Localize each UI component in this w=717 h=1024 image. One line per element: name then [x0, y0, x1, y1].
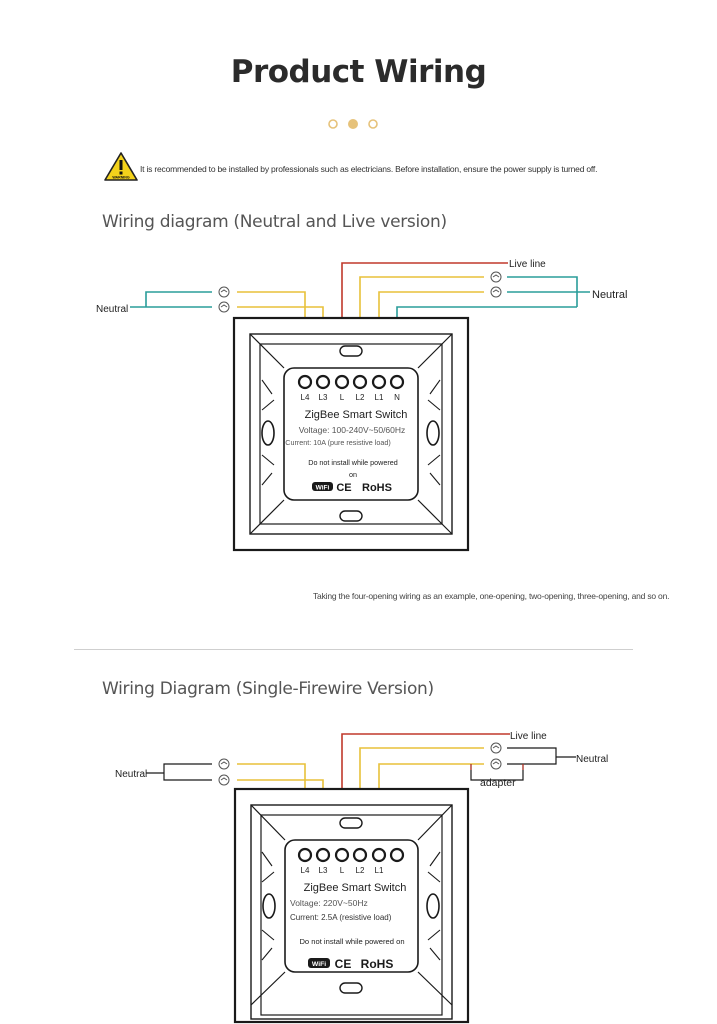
page-title: Product Wiring: [230, 54, 487, 90]
d1-neutral-left: [130, 291, 212, 308]
terminal-label: L1: [375, 866, 384, 875]
terminal-spare: [389, 847, 405, 863]
d2-adapter: [470, 764, 524, 781]
terminal-l1: [371, 374, 387, 390]
d2-neutral-right: [507, 747, 576, 765]
terminal-label: L4: [301, 393, 310, 402]
d2-caution: Do not install while powered on: [299, 937, 404, 946]
d2-switch-body: [233, 787, 470, 1024]
d1-badges: WiFi CE RoHS: [312, 482, 392, 494]
rohs-badge: RoHS: [361, 957, 394, 971]
warning-icon-label: WARNING: [112, 176, 130, 180]
d2-neutral-left: [146, 763, 212, 781]
dot-2-active[interactable]: [348, 119, 358, 129]
terminal-l1: [371, 847, 387, 863]
dot-3[interactable]: [368, 119, 378, 129]
warning-text: It is recommended to be installed by pro…: [140, 164, 598, 174]
bulb-icon: [490, 271, 502, 283]
d2-neutral-left-label: Neutral: [115, 769, 147, 780]
terminal-label: L2: [356, 393, 365, 402]
d1-voltage: Voltage: 100-240V~50/60Hz: [299, 425, 406, 435]
bulb-icon: [490, 742, 502, 754]
terminal-l3: [315, 374, 331, 390]
terminal-l4: [297, 374, 313, 390]
diagram2-title: Wiring Diagram (Single-Firewire Version): [102, 679, 434, 699]
d2-voltage: Voltage: 220V~50Hz: [290, 898, 368, 908]
d2-badges: WiFi CE RoHS: [308, 957, 393, 971]
d2-bulbs: [218, 742, 502, 786]
terminal-label: L2: [356, 866, 365, 875]
d1-neutral-right-label: Neutral: [592, 289, 627, 301]
section-divider: [74, 649, 633, 650]
diagram2-wiring: Live line Neutral Neutral adapter L4 L3 …: [115, 731, 608, 1024]
d1-bulbs: [218, 271, 502, 313]
ce-badge: CE: [336, 482, 351, 494]
diagram1-title: Wiring diagram (Neutral and Live version…: [102, 212, 447, 232]
terminal-label: L4: [301, 866, 310, 875]
ce-badge: CE: [335, 957, 352, 971]
diagram1-note: Taking the four-opening wiring as an exa…: [313, 591, 670, 601]
bulb-icon: [218, 758, 230, 770]
bulb-icon: [218, 301, 230, 313]
wifi-badge: WiFi: [316, 485, 330, 492]
warning-icon: WARNING: [104, 152, 138, 181]
d2-terminals: [297, 847, 405, 863]
d2-live-label: Live line: [510, 731, 547, 742]
d1-live-label: Live line: [509, 259, 546, 270]
d1-switch-body: [232, 316, 470, 552]
d1-terminals: [297, 374, 405, 390]
d1-caution-2: on: [349, 470, 357, 479]
terminal-l2: [352, 374, 368, 390]
terminal-label: L: [340, 866, 345, 875]
carousel-dots: [328, 119, 378, 129]
d2-current: Current: 2.5A (resistive load): [290, 913, 392, 922]
terminal-label: L3: [319, 866, 328, 875]
wifi-badge: WiFi: [312, 961, 326, 968]
d1-neutral-right: [396, 276, 590, 378]
terminal-l2: [352, 847, 368, 863]
terminal-label: L1: [375, 393, 384, 402]
bulb-icon: [218, 774, 230, 786]
d2-neutral-right-label: Neutral: [576, 754, 608, 765]
d2-product-name: ZigBee Smart Switch: [304, 882, 407, 894]
dot-1[interactable]: [328, 119, 338, 129]
bulb-icon: [490, 758, 502, 770]
rohs-badge: RoHS: [362, 482, 392, 494]
d2-adapter-label: adapter: [480, 777, 516, 789]
terminal-l: [334, 847, 350, 863]
terminal-l3: [315, 847, 331, 863]
bulb-icon: [490, 286, 502, 298]
terminal-label: N: [394, 393, 400, 402]
diagram1-wiring: Live line Neutral Neutral L4 L3 L L2 L1 …: [96, 259, 627, 552]
bulb-icon: [218, 286, 230, 298]
terminal-label: L3: [319, 393, 328, 402]
terminal-l4: [297, 847, 313, 863]
d1-current: Current: 10A (pure resistive load): [285, 438, 390, 447]
d1-product-name: ZigBee Smart Switch: [305, 409, 408, 421]
terminal-n: [389, 374, 405, 390]
terminal-label: L: [340, 393, 345, 402]
d1-caution-1: Do not install while powered: [308, 458, 398, 467]
terminal-l: [334, 374, 350, 390]
d1-neutral-left-label: Neutral: [96, 304, 128, 315]
